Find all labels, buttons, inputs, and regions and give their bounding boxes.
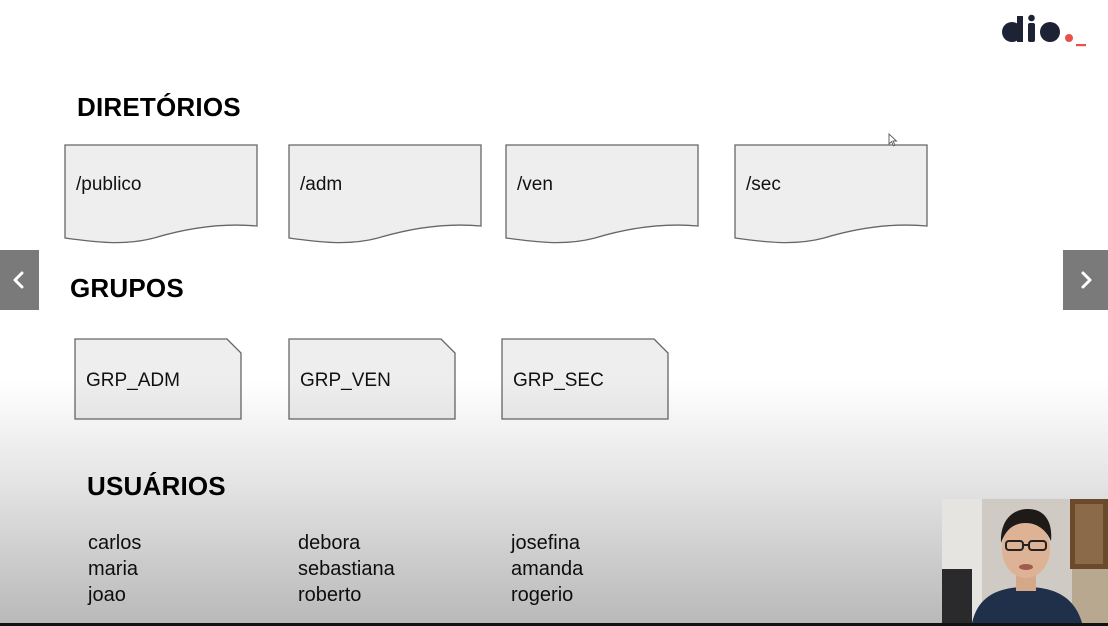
next-slide-button[interactable] bbox=[1063, 250, 1108, 310]
presenter-video-icon bbox=[942, 499, 1108, 623]
users-heading: USUÁRIOS bbox=[87, 471, 226, 501]
users-column: carlos maria joao bbox=[88, 530, 141, 608]
user-name: debora bbox=[298, 532, 361, 554]
group-label: GRP_SEC bbox=[513, 370, 604, 391]
group-label: GRP_VEN bbox=[300, 370, 391, 391]
group-label: GRP_ADM bbox=[86, 370, 180, 391]
directory-box: /ven bbox=[505, 144, 699, 246]
bottom-border bbox=[0, 623, 1108, 626]
directories-heading: DIRETÓRIOS bbox=[77, 92, 241, 122]
group-box: GRP_VEN bbox=[288, 338, 456, 420]
directory-label: /publico bbox=[76, 174, 142, 195]
user-name: josefina bbox=[511, 532, 580, 554]
user-name: maria bbox=[88, 558, 139, 580]
user-name: amanda bbox=[511, 558, 584, 580]
user-name: carlos bbox=[88, 532, 142, 554]
dio-logo bbox=[1002, 14, 1086, 47]
directory-box: /adm bbox=[288, 144, 482, 246]
group-box: GRP_SEC bbox=[501, 338, 669, 420]
users-column: josefina amanda rogerio bbox=[511, 530, 583, 608]
user-name: roberto bbox=[298, 584, 362, 606]
directory-box: /publico bbox=[64, 144, 258, 246]
directory-box: /sec bbox=[734, 144, 928, 246]
chevron-left-icon bbox=[13, 271, 24, 289]
previous-slide-button[interactable] bbox=[0, 250, 39, 310]
presenter-webcam bbox=[942, 499, 1108, 623]
users-column: debora sebastiana roberto bbox=[298, 530, 395, 608]
directory-label: /adm bbox=[300, 174, 343, 195]
mouse-cursor-icon bbox=[888, 133, 898, 147]
groups-heading: GRUPOS bbox=[70, 273, 184, 303]
directory-label: /sec bbox=[746, 174, 781, 195]
user-name: sebastiana bbox=[298, 558, 395, 580]
user-name: joao bbox=[88, 584, 126, 606]
chevron-right-icon bbox=[1081, 271, 1092, 289]
user-name: rogerio bbox=[511, 584, 574, 606]
group-box: GRP_ADM bbox=[74, 338, 242, 420]
directory-label: /ven bbox=[517, 174, 553, 195]
